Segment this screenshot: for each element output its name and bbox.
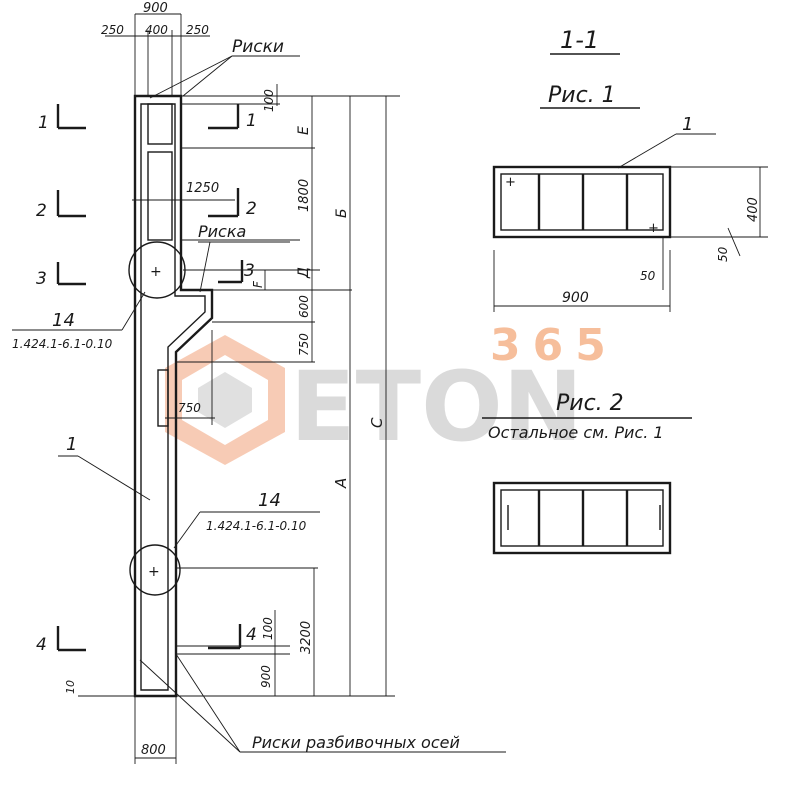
label-riska: Риска xyxy=(198,222,246,241)
section-marker-1-left: 1 xyxy=(38,104,86,133)
fig2-title: Рис. 2 xyxy=(556,391,624,416)
watermark-number: 365 xyxy=(490,320,618,371)
fig2-note: Остальное см. Рис. 1 xyxy=(488,423,664,442)
section-marker-4-left: 4 xyxy=(36,626,86,655)
dim-400-top: 400 xyxy=(145,23,168,37)
dim-F: F xyxy=(251,280,265,288)
lower-slot xyxy=(157,369,169,427)
dim-750-h: 750 xyxy=(178,401,201,415)
dim-900-section: 900 xyxy=(562,290,589,306)
dim-3200: 3200 xyxy=(299,621,314,654)
part-label-1-elevation: 1 xyxy=(66,434,77,455)
dim-800: 800 xyxy=(141,743,166,758)
svg-text:2: 2 xyxy=(246,199,257,219)
column-inner-contour xyxy=(140,103,206,691)
section-title: 1-1 xyxy=(560,26,599,54)
watermark: 365 ETON xyxy=(165,320,618,465)
svg-text:+: + xyxy=(150,264,162,280)
column-outline xyxy=(133,94,214,698)
fig1-title: Рис. 1 xyxy=(548,83,616,108)
dim-B: Б xyxy=(334,208,350,218)
dim-E: E xyxy=(296,126,312,135)
svg-text:+: + xyxy=(148,564,160,580)
dim-250-right: 250 xyxy=(186,23,209,37)
section-views: 1-1 Рис. 1 + + 1 400 50 50 900 Рис. 2 xyxy=(482,26,768,555)
section-marker-4-right: 4 xyxy=(208,624,257,650)
dim-D: Д xyxy=(296,267,312,279)
svg-text:2: 2 xyxy=(36,201,47,221)
section-marker-2-right: 2 xyxy=(208,188,257,219)
section-marker-1-right: 1 xyxy=(208,104,257,131)
part-label-14-bottom: 14 xyxy=(258,490,281,511)
dim-750-v: 750 xyxy=(297,333,311,356)
dim-400-section: 400 xyxy=(746,197,761,222)
svg-text:1: 1 xyxy=(246,111,257,131)
svg-text:3: 3 xyxy=(36,269,47,289)
detail-circle-bottom xyxy=(129,544,181,596)
dim-900-top: 900 xyxy=(143,1,168,16)
dim-50-bottom: 50 xyxy=(640,269,656,283)
dim-900-v: 900 xyxy=(259,665,273,688)
dim-100-bottom: 100 xyxy=(261,617,275,640)
fig1-part-label: 1 xyxy=(682,114,693,135)
section-marker-3-right: 3 xyxy=(218,260,255,284)
svg-text:3: 3 xyxy=(244,261,255,281)
opening-middle xyxy=(147,151,173,241)
ref-bottom: 1.424.1-6.1-0.10 xyxy=(206,519,307,533)
section-marker-3-left: 3 xyxy=(36,262,86,289)
dim-600: 600 xyxy=(297,295,311,318)
dim-C: C xyxy=(368,417,386,428)
dim-A: А xyxy=(332,478,350,489)
part-label-14-top: 14 xyxy=(52,310,75,331)
ref-top: 1.424.1-6.1-0.10 xyxy=(12,337,113,351)
column-elevation: + + 900 250 400 250 Риски xyxy=(12,1,506,764)
dim-10: 10 xyxy=(64,680,77,694)
label-riski-top: Риски xyxy=(232,37,284,57)
dim-250-left: 250 xyxy=(101,23,124,37)
fig1-cross-section: + + xyxy=(492,165,672,239)
dim-100-top: 100 xyxy=(262,89,276,112)
watermark-word: ETON xyxy=(290,351,583,463)
section-marker-2-left: 2 xyxy=(36,190,86,221)
opening-upper xyxy=(147,103,173,145)
svg-text:+: + xyxy=(505,175,516,190)
fig2-cross-section xyxy=(492,481,672,555)
svg-text:+: + xyxy=(648,221,659,236)
dim-50-right: 50 xyxy=(716,246,730,262)
dim-1800: 1800 xyxy=(297,179,312,212)
watermark-logo-icon xyxy=(165,335,285,465)
svg-text:4: 4 xyxy=(246,625,257,645)
label-riski-axes: Риски разбивочных осей xyxy=(252,733,460,752)
svg-text:1: 1 xyxy=(38,113,49,133)
dim-1250: 1250 xyxy=(186,181,219,196)
svg-text:4: 4 xyxy=(36,635,47,655)
